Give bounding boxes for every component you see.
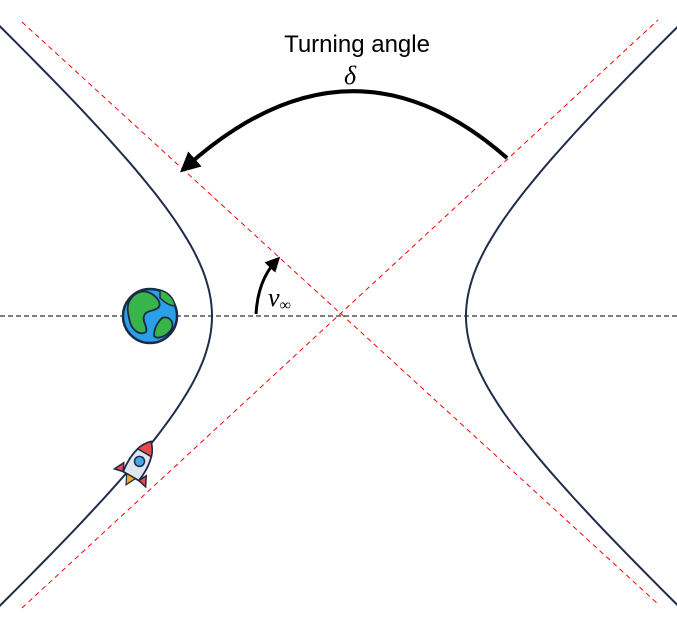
earth-globe-icon: [121, 287, 179, 345]
nu-subscript: ∞: [280, 297, 291, 314]
turning-angle-arrow: [180, 89, 509, 173]
asymptote-ascending: [21, 19, 659, 609]
nu-infinity-arrow: [254, 256, 281, 315]
turning-angle-title: Turning angle: [284, 31, 430, 58]
rocket-icon: [112, 440, 154, 489]
nu-symbol: ν: [268, 283, 280, 312]
hyperbola-left-branch: [0, 25, 214, 607]
delta-label: δ: [344, 61, 357, 90]
nu-infinity-label: ν∞: [268, 283, 291, 314]
asymptote-descending: [21, 21, 659, 605]
hyperbola-right-branch: [464, 26, 677, 606]
